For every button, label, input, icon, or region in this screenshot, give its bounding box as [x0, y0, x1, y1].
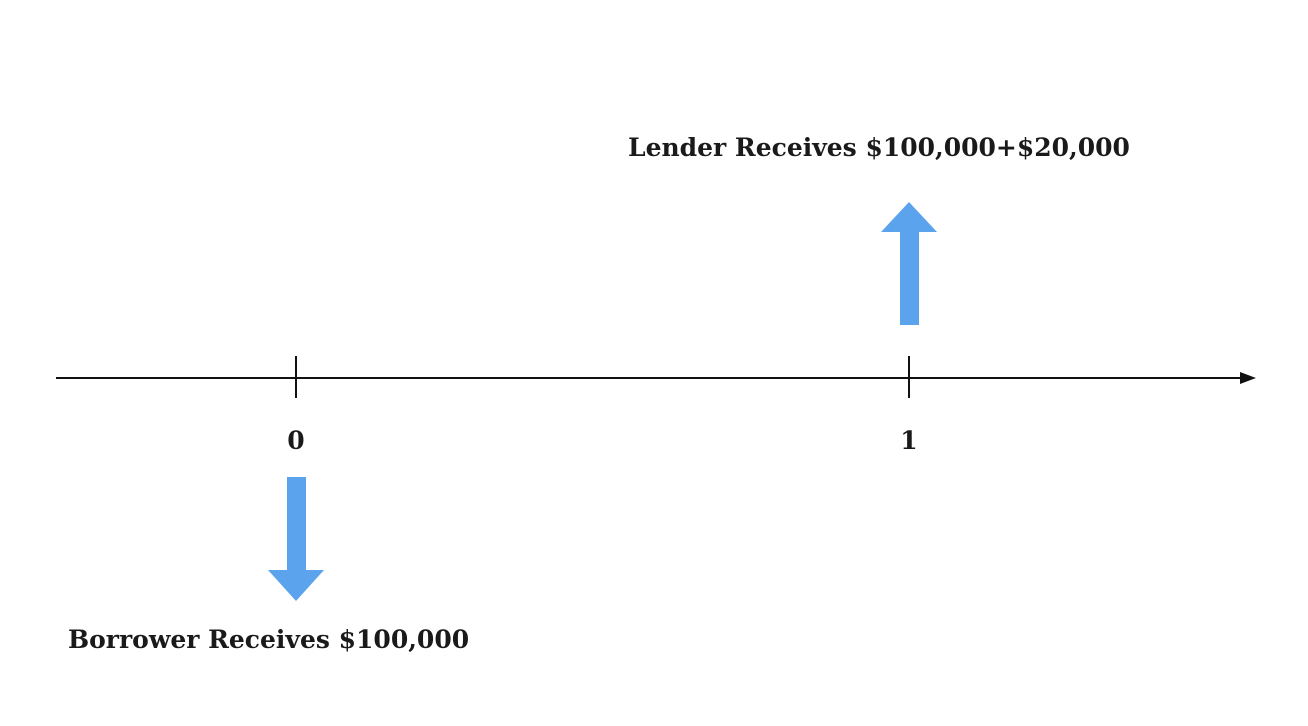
- down-arrow-icon: [268, 477, 324, 601]
- borrower-cash-flow-label: Borrower Receives $100,000: [68, 625, 470, 654]
- tick-label-period-0: 0: [287, 426, 305, 455]
- tick-label-period-1: 1: [900, 426, 918, 455]
- up-arrow-icon: [881, 202, 937, 325]
- timeline-arrowhead: [1240, 372, 1256, 384]
- lender-cash-flow-label: Lender Receives $100,000+$20,000: [628, 133, 1130, 162]
